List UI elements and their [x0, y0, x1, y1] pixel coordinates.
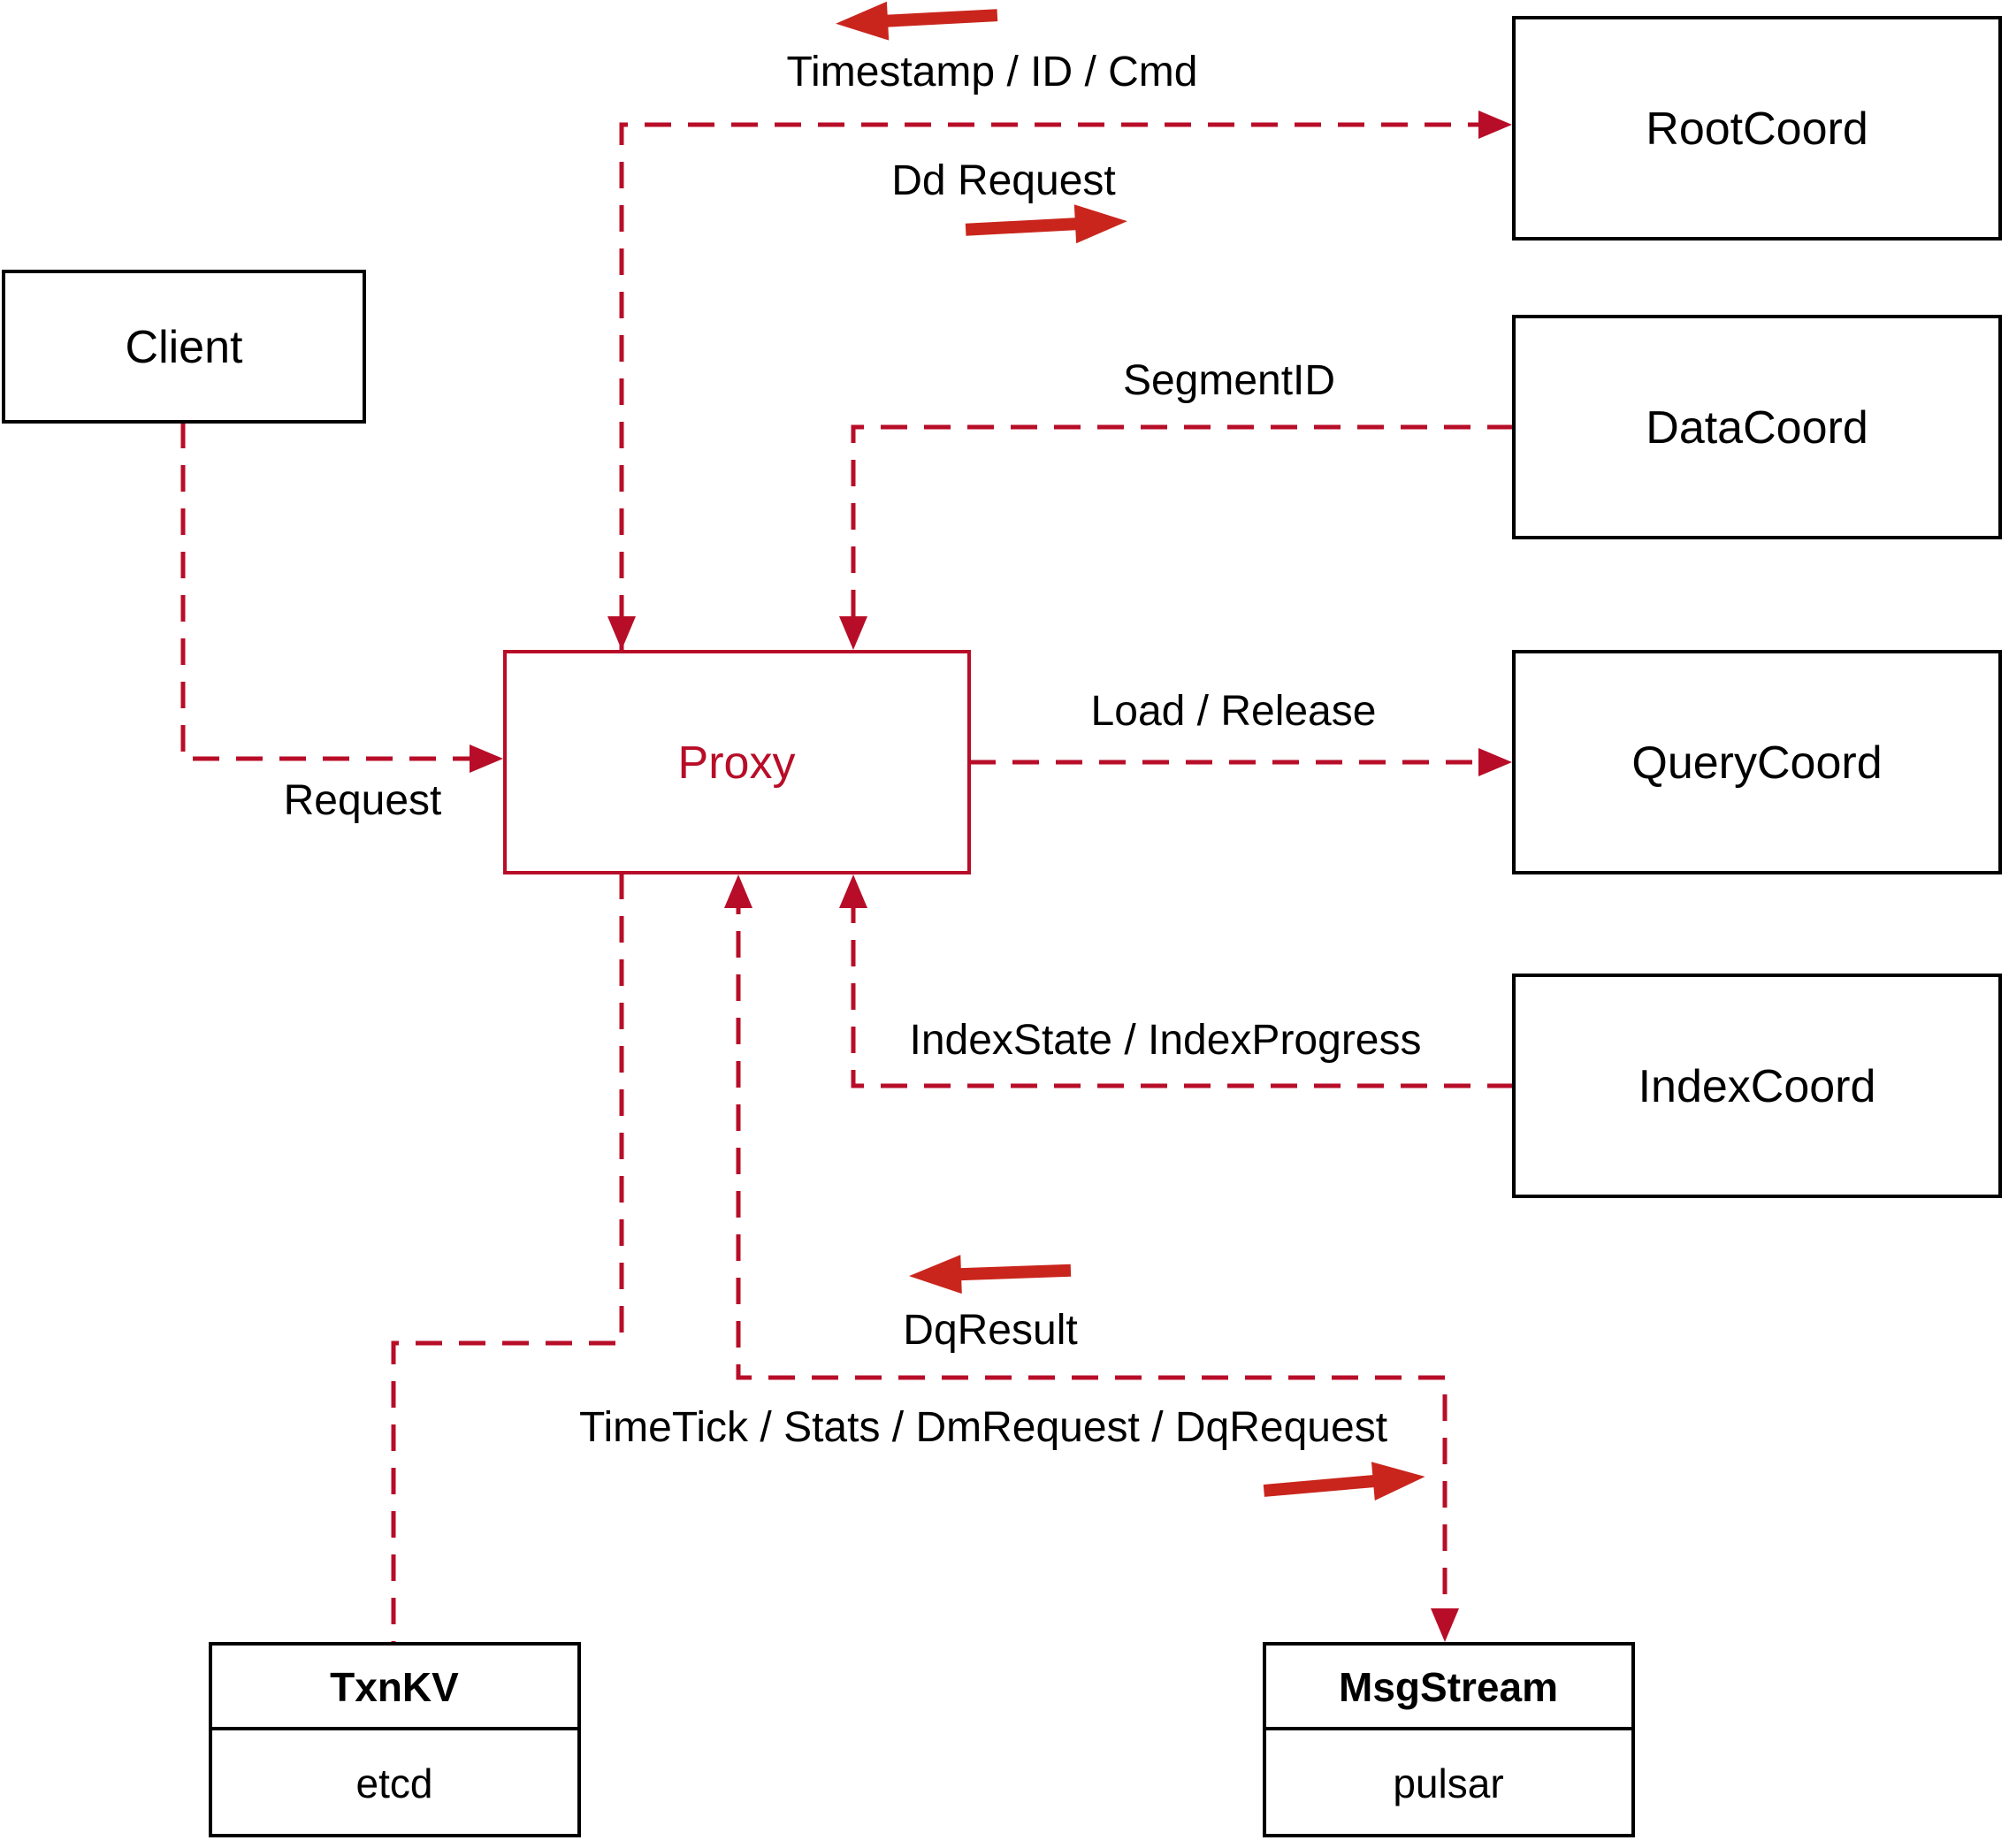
label-timetick: TimeTick / Stats / DmRequest / DqRequest: [579, 1404, 1387, 1451]
arrowhead-into-proxy-left: [470, 745, 503, 773]
label-segment-id: SegmentID: [1123, 357, 1335, 404]
node-txnkv: TxnKV etcd: [209, 1642, 581, 1837]
proxy-label: Proxy: [678, 737, 796, 789]
left-arrow-timestamp-icon: [836, 1, 998, 41]
datacoord-label: DataCoord: [1646, 402, 1868, 454]
proxy-box: [503, 650, 971, 874]
arrowhead-into-proxy-top-right: [839, 616, 867, 650]
rootcoord-label: RootCoord: [1646, 103, 1868, 155]
right-arrow-dqrequest-icon: [1263, 1462, 1425, 1501]
txnkv-box: [209, 1642, 581, 1837]
msgstream-box: [1263, 1642, 1635, 1837]
edges: [180, 122, 1514, 1644]
msgstream-subtitle: pulsar: [1393, 1760, 1503, 1806]
arrowhead-into-proxy-top-left: [607, 616, 636, 650]
edge-indexcoord-proxy: [851, 888, 1514, 1088]
arrowhead-into-rootcoord: [1478, 111, 1512, 139]
node-datacoord: DataCoord: [1512, 315, 2002, 539]
edge-datacoord-proxy: [851, 424, 1514, 637]
rootcoord-box: [1512, 16, 2002, 241]
direction-arrows: [836, 1, 1425, 1501]
node-rootcoord: RootCoord: [1512, 16, 2002, 241]
label-request: Request: [284, 777, 442, 824]
label-timestamp-id-cmd: Timestamp / ID / Cmd: [787, 49, 1198, 95]
edge-client-proxy: [180, 422, 489, 761]
label-load-release: Load / Release: [1091, 688, 1377, 735]
label-dq-result: DqResult: [903, 1307, 1077, 1354]
indexcoord-box: [1512, 974, 2002, 1198]
client-box: [2, 270, 366, 424]
node-indexcoord: IndexCoord: [1512, 974, 2002, 1198]
node-msgstream: MsgStream pulsar: [1263, 1642, 1635, 1837]
client-label: Client: [126, 322, 243, 373]
node-client: Client: [2, 270, 366, 424]
txnkv-title: TxnKV: [330, 1664, 459, 1710]
arrowhead-into-querycoord: [1478, 748, 1512, 776]
label-dd-request: Dd Request: [891, 157, 1115, 204]
edge-proxy-msgstream: [736, 888, 1448, 1629]
arrowhead-into-proxy-bottom-right: [839, 874, 867, 908]
msgstream-title: MsgStream: [1339, 1664, 1558, 1710]
label-index-state: IndexState / IndexProgress: [910, 1017, 1422, 1064]
left-arrow-dqresult-icon: [909, 1255, 1072, 1294]
edge-labels: Timestamp / ID / Cmd Dd Request SegmentI…: [284, 49, 1422, 1451]
querycoord-label: QueryCoord: [1631, 737, 1882, 789]
edge-proxy-rootcoord: [619, 122, 1498, 665]
right-arrow-dd-request-icon: [965, 204, 1127, 244]
querycoord-box: [1512, 650, 2002, 874]
indexcoord-label: IndexCoord: [1639, 1061, 1876, 1112]
node-querycoord: QueryCoord: [1512, 650, 2002, 874]
arrowhead-into-proxy-bottom-mid: [724, 874, 752, 908]
node-proxy: Proxy: [503, 650, 971, 874]
edge-proxy-txnkv: [391, 873, 624, 1644]
txnkv-subtitle: etcd: [356, 1760, 433, 1806]
arrowhead-into-msgstream: [1431, 1608, 1459, 1642]
edge-arrowheads: [470, 111, 1512, 1642]
datacoord-box: [1512, 315, 2002, 539]
